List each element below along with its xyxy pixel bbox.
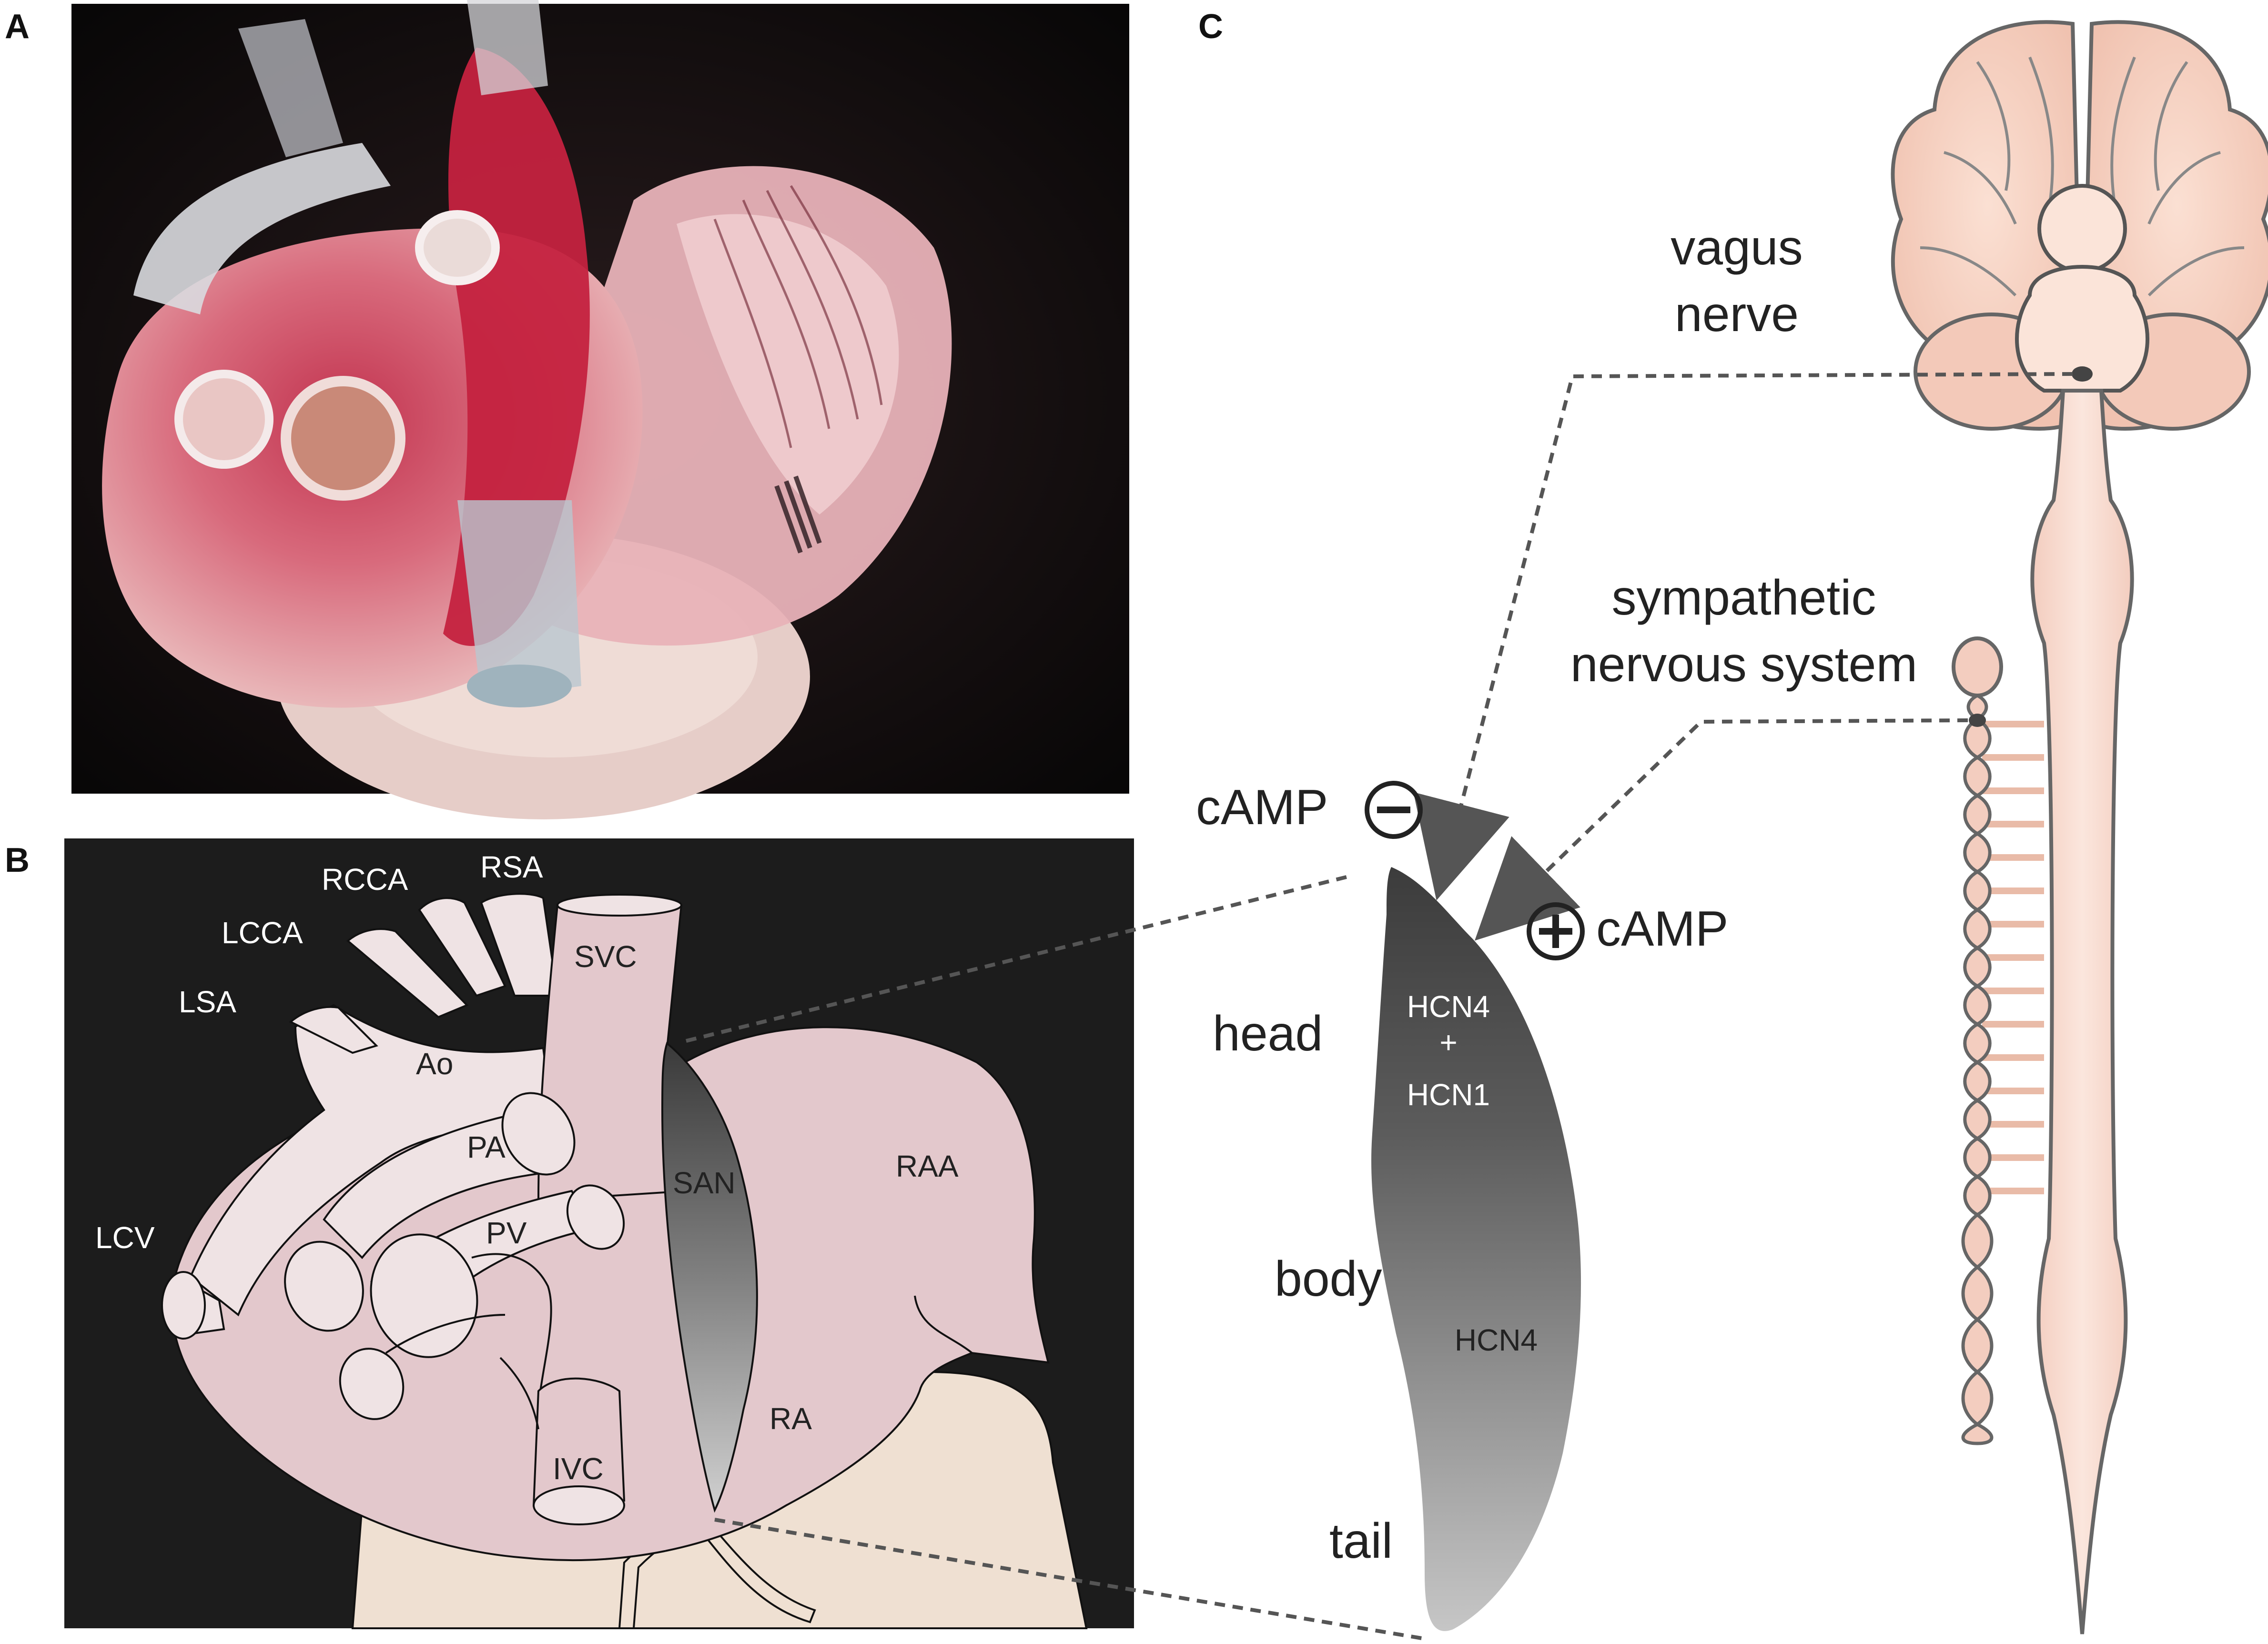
- panel-c: C: [1196, 8, 2268, 1634]
- hcn4-head-label: HCN4: [1407, 989, 1490, 1024]
- head-label: head: [1213, 1006, 1323, 1061]
- label-svc: SVC: [574, 939, 637, 974]
- svc-opening: [557, 894, 682, 917]
- panel-letter-a: A: [5, 8, 30, 46]
- label-san: SAN: [673, 1166, 736, 1200]
- san-large: [1371, 867, 1581, 1631]
- lsa-vessel: [289, 1006, 378, 1054]
- label-rcca: RCCA: [322, 862, 408, 897]
- vagus-label-line1: vagus: [1671, 220, 1803, 275]
- panel-b: B: [5, 838, 1134, 1629]
- label-ao: Ao: [416, 1047, 453, 1081]
- ivc-opening: [533, 1485, 625, 1525]
- rcca-vessel: [418, 897, 506, 997]
- lcca-vessel: [346, 928, 469, 1019]
- spinal-cord: [2030, 389, 2134, 1634]
- vagus-nucleus-dot: [2072, 366, 2093, 382]
- hcn1-head-label: HCN1: [1407, 1078, 1490, 1112]
- rsa-vessel: [480, 893, 559, 997]
- label-pa: PA: [467, 1130, 506, 1164]
- label-ivc: IVC: [553, 1452, 604, 1486]
- aorta: [189, 1004, 554, 1317]
- brain-illustration: [1891, 20, 2268, 431]
- camp-minus-label: cAMP: [1196, 780, 1328, 835]
- label-lsa: LSA: [179, 985, 236, 1019]
- vagus-label-line2: nerve: [1675, 287, 1799, 342]
- label-ra: RA: [770, 1402, 812, 1436]
- label-lcca: LCCA: [222, 916, 303, 950]
- ivc-vessel: [532, 1377, 626, 1507]
- plus-channel-label: +: [1439, 1025, 1457, 1059]
- body-label: body: [1275, 1251, 1382, 1307]
- san-region: [661, 1041, 758, 1513]
- label-raa: RAA: [896, 1149, 959, 1183]
- coronary-vessel-branch: [704, 1528, 816, 1624]
- vagus-arrow: [1413, 372, 2073, 901]
- sympathetic-label-line2: nervous system: [1570, 637, 1917, 692]
- minus-sign-icon: [1365, 781, 1423, 839]
- hcn4-body-label: HCN4: [1455, 1323, 1538, 1357]
- panel-a: A: [5, 0, 1129, 819]
- panel-letter-c: C: [1198, 8, 1223, 46]
- label-pv: PV: [486, 1216, 527, 1250]
- zoom-line-bottom: [714, 1518, 1425, 1641]
- label-lcv: LCV: [95, 1220, 155, 1255]
- sympathetic-chain: [1952, 636, 2044, 1445]
- heart-photograph: [71, 0, 1129, 819]
- sympathetic-ganglion-dot: [1969, 714, 1986, 727]
- panel-letter-b: B: [5, 841, 30, 879]
- lcv-opening: [161, 1271, 206, 1340]
- zoom-line-top: [686, 875, 1349, 1043]
- camp-plus-label: cAMP: [1596, 901, 1728, 957]
- sympathetic-label-line1: sympathetic: [1612, 570, 1876, 625]
- label-rsa: RSA: [480, 850, 543, 884]
- plus-sign-icon: [1527, 902, 1585, 960]
- tail-label: tail: [1329, 1513, 1393, 1569]
